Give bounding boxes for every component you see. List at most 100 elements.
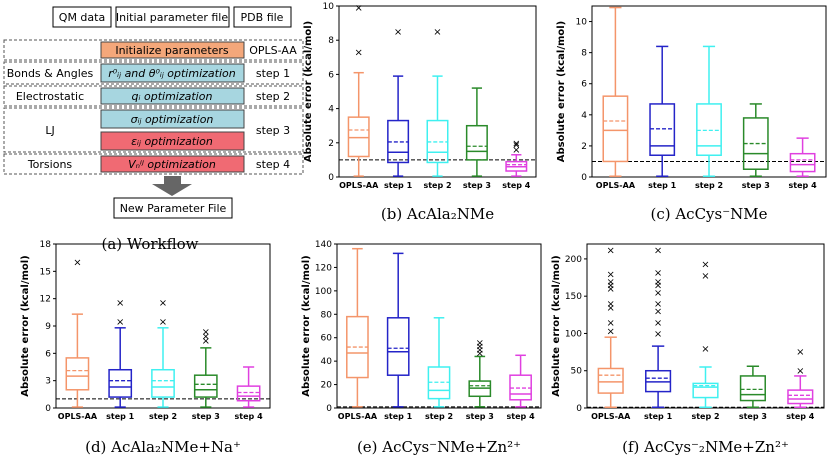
step-torsion-label: Vₙⁱʲ optimization: [128, 158, 216, 171]
x-tick-label: OPLS-AA: [596, 181, 636, 190]
group-outline-elec: [3, 85, 304, 107]
box-step-1: [108, 368, 133, 398]
x-tick-label: step 3: [742, 181, 770, 190]
y-axis-label: Absolute error (kcal/mol): [556, 21, 567, 163]
input-box-pdb: [233, 6, 292, 28]
outlier-marker: ×: [654, 277, 662, 288]
y-tick-label: 0: [576, 404, 582, 414]
y-tick-label: 10: [576, 18, 588, 28]
y-tick-label: 8: [328, 36, 334, 46]
outlier-marker: ×: [512, 140, 520, 151]
y-tick-label: 40: [321, 357, 333, 367]
outlier-marker: ×: [202, 332, 210, 343]
y-tick-label: 100: [565, 329, 582, 339]
x-tick-label: step 3: [466, 412, 494, 421]
x-tick-label: OPLS-AA: [58, 412, 98, 421]
y-tick-label: 6: [45, 349, 51, 359]
input-pdb-label: PDB file: [241, 11, 284, 24]
input-param-label: Initial parameter file: [116, 11, 228, 24]
x-tick-label: step 2: [423, 181, 451, 190]
y-tick-label: 15: [40, 267, 51, 277]
y-axis-label: Absolute error (kcal/mol): [551, 255, 562, 397]
y-tick-label: 0: [326, 404, 332, 414]
outlier-marker: ×: [796, 347, 804, 358]
y-tick-label: 8: [581, 49, 587, 59]
box-step-4: [789, 152, 816, 173]
box-step-2: [696, 103, 722, 156]
box-step-1: [386, 317, 410, 376]
plot-frame: [591, 5, 827, 178]
step-box-bonds: [100, 63, 245, 83]
box-opls-aa: [65, 357, 90, 391]
y-tick-label: 60: [321, 334, 333, 344]
outlier-marker: ×: [654, 281, 662, 292]
outlier-marker: ×: [654, 268, 662, 279]
step-bonds-label: r⁰ᵢⱼ and θ⁰ᵢⱼ optimization: [108, 67, 236, 80]
outlier-marker: ×: [159, 298, 167, 309]
outlier-marker: ×: [607, 318, 615, 329]
step-sigma-label: σᵢⱼ optimization: [131, 113, 214, 126]
box-step-4: [236, 385, 261, 402]
row-step-3: step 3: [256, 124, 290, 137]
group-outline-lj: [3, 107, 304, 153]
outlier-marker: ×: [701, 271, 709, 282]
outlier-marker: ×: [159, 317, 167, 328]
group-outline-bonds: [3, 61, 304, 85]
x-tick-label: step 2: [149, 412, 177, 421]
output-box: [113, 197, 233, 219]
x-tick-label: OPLS-AA: [339, 181, 379, 190]
x-tick-label: step 4: [789, 181, 818, 190]
outlier-marker: ×: [202, 327, 210, 338]
step-epsilon-label: εᵢⱼ optimization: [131, 135, 213, 148]
x-tick-label: OPLS-AA: [338, 412, 378, 421]
outlier-marker: ×: [654, 245, 662, 256]
panel-caption: (d) AcAla₂NMe+Na⁺: [85, 438, 241, 456]
row-step-2: step 2: [256, 90, 290, 103]
y-tick-label: 4: [328, 105, 334, 115]
step-box-epsilon: [100, 131, 245, 151]
y-tick-label: 50: [571, 367, 583, 377]
x-tick-label: step 4: [235, 412, 264, 421]
input-box-qm: [52, 6, 112, 28]
row-step-4: step 4: [256, 158, 290, 171]
input-box-param: [115, 6, 230, 28]
y-tick-label: 0: [581, 173, 587, 183]
row-label-torsion: Torsions: [27, 158, 73, 171]
outlier-marker: ×: [116, 317, 124, 328]
outlier-marker: ×: [355, 3, 363, 14]
y-tick-label: 20: [321, 381, 333, 391]
x-tick-label: step 3: [192, 412, 220, 421]
y-tick-label: 18: [40, 240, 52, 250]
row-label-lj: LJ: [45, 124, 54, 137]
panel-caption: (f) AcCys⁻₂NMe+Zn²⁺: [622, 438, 789, 456]
outlier-marker: ×: [476, 338, 484, 349]
outlier-marker: ×: [607, 269, 615, 280]
step-box-elec: [100, 87, 245, 105]
y-tick-label: 0: [45, 404, 51, 414]
panel-caption: (b) AcAla₂NMe: [381, 205, 494, 223]
outlier-marker: ×: [654, 318, 662, 329]
step-box-sigma: [100, 109, 245, 129]
outlier-marker: ×: [476, 341, 484, 352]
x-tick-label: step 2: [425, 412, 453, 421]
outlier-marker: ×: [701, 260, 709, 271]
row-step-init: OPLS-AA: [249, 44, 297, 57]
y-tick-label: 200: [565, 255, 582, 265]
y-axis-label: Absolute error (kcal/mol): [303, 21, 314, 163]
y-tick-label: 80: [321, 310, 333, 320]
y-tick-label: 3: [45, 377, 51, 387]
outlier-marker: ×: [433, 27, 441, 38]
outlier-marker: ×: [654, 299, 662, 310]
y-axis-label: Absolute error (kcal/mol): [301, 255, 312, 397]
outlier-marker: ×: [607, 284, 615, 295]
x-tick-label: step 1: [648, 181, 677, 190]
plot-frame: [338, 5, 537, 178]
workflow-panel: QM data Initial parameter file PDB file …: [3, 6, 304, 253]
outlier-marker: ×: [73, 258, 81, 269]
x-tick-label: step 2: [691, 412, 719, 421]
step-box-torsion: [100, 155, 245, 173]
outlier-marker: ×: [512, 138, 520, 149]
